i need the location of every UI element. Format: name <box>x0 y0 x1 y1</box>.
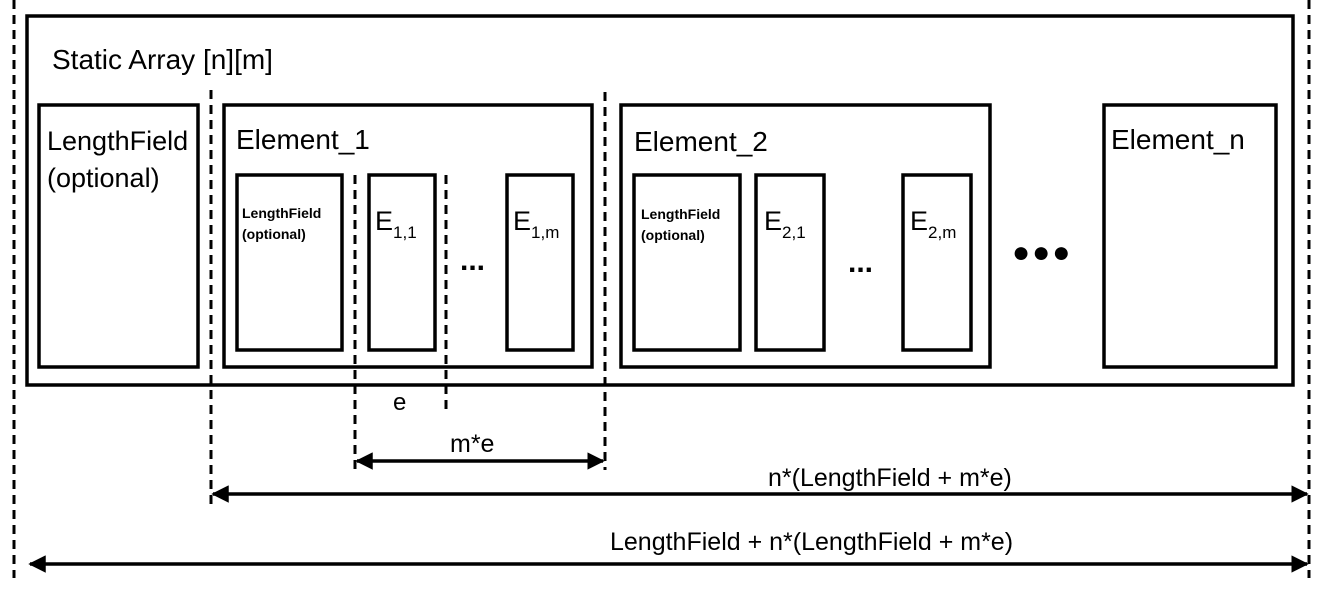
element-2-lengthfield-optional: (optional) <box>641 227 705 243</box>
total-dimension-label: LengthField + n*(LengthField + m*e) <box>610 528 1013 556</box>
array-title: Static Array [n][m] <box>52 44 273 75</box>
element-2-box <box>619 103 992 369</box>
element-1-sub-m-label: E1,m <box>513 206 559 242</box>
me-dimension-label: m*e <box>450 430 494 458</box>
element-1-sub-m-box <box>505 173 575 352</box>
element-1-lengthfield-optional: (optional) <box>242 226 306 242</box>
element-1-box <box>222 103 594 369</box>
element-2-ellipsis: ... <box>848 246 873 279</box>
element-2-lengthfield-box <box>632 173 742 352</box>
element-2-sub-m-label: E2,m <box>910 206 956 242</box>
element-n-label: Element_n <box>1111 124 1245 155</box>
element-1-ellipsis: ... <box>460 244 485 277</box>
array-lengthfield-label: LengthField <box>47 126 188 156</box>
element-2-sub-m-box <box>901 173 973 352</box>
element-2-sub-1-label: E2,1 <box>764 206 806 242</box>
element-1-sub-1-label: E1,1 <box>375 206 417 242</box>
array-container <box>25 14 1295 387</box>
element-n-box <box>1102 103 1278 369</box>
element-1-label: Element_1 <box>236 124 370 155</box>
array-lengthfield-box <box>37 103 200 369</box>
element-1-sub-1-box <box>367 173 437 352</box>
element-1-lengthfield-label: LengthField <box>242 205 321 221</box>
elements-ellipsis: ●●● <box>1012 236 1072 269</box>
array-lengthfield-optional: (optional) <box>47 163 160 193</box>
element-2-label: Element_2 <box>634 126 768 157</box>
element-1-lengthfield-box <box>235 173 344 352</box>
element-2-sub-1-box <box>754 173 826 352</box>
n-dimension-label: n*(LengthField + m*e) <box>768 464 1012 492</box>
e-dimension-label: e <box>393 389 406 416</box>
element-2-lengthfield-label: LengthField <box>641 206 720 222</box>
